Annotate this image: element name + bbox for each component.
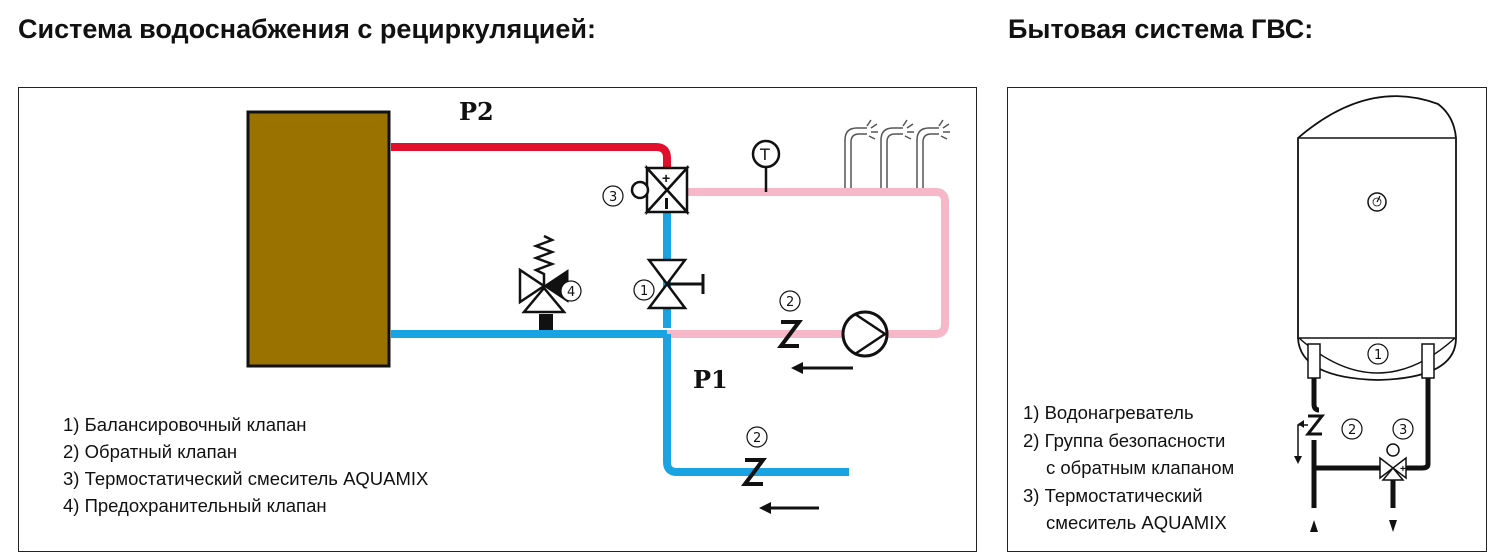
safety-valve-icon bbox=[518, 234, 569, 330]
label-p2: P2 bbox=[459, 97, 494, 126]
check-valve-return-icon bbox=[777, 320, 853, 374]
marker-heater bbox=[1367, 343, 1389, 365]
legend-item-4: 4) Предохранительный клапан bbox=[63, 495, 327, 516]
legend-item-1: 1) Водонагреватель bbox=[1023, 402, 1194, 423]
legend-item-3: 3) Термостатический bbox=[1023, 484, 1203, 506]
domestic-hot-water-panel: 1 2 + 3 1) Водонагреватель bbox=[1007, 87, 1487, 552]
legend-item-3: 3) Термостатический смеситель AQUAMIX bbox=[63, 468, 429, 489]
recirculation-diagram: P2 P1 + 3 T bbox=[246, 97, 950, 514]
thermometer-icon: T bbox=[751, 139, 781, 192]
marker-heater-label: 1 bbox=[1374, 348, 1382, 363]
legend-item-2: 2) Обратный клапан bbox=[63, 441, 238, 462]
svg-text:T: T bbox=[759, 145, 770, 164]
water-heater-icon bbox=[1297, 95, 1457, 381]
circulation-pump-icon bbox=[841, 310, 889, 358]
aquamix-mixer-icon: + bbox=[1379, 443, 1407, 481]
label-p1: P1 bbox=[693, 365, 728, 394]
marker-3-label: 3 bbox=[609, 190, 617, 205]
balancing-valve-icon bbox=[646, 258, 705, 310]
boiler-tank bbox=[246, 110, 391, 368]
legend-item-1: 1) Балансировочный клапан bbox=[63, 414, 307, 435]
safety-group-icon bbox=[1294, 414, 1326, 464]
marker-1-label: 1 bbox=[640, 284, 648, 299]
marker-3 bbox=[602, 185, 624, 207]
check-valve-inlet-icon bbox=[741, 458, 819, 514]
marker-4 bbox=[560, 280, 582, 302]
pressure-gauge-icon bbox=[1372, 197, 1382, 207]
marker-2-return bbox=[779, 290, 801, 312]
svg-text:+: + bbox=[662, 170, 670, 186]
svg-text:+: + bbox=[1400, 464, 1406, 475]
marker-safety-group-label: 2 bbox=[1348, 423, 1356, 438]
hot-outlet-arrow-icon bbox=[1389, 520, 1397, 532]
hot-pipe bbox=[391, 143, 671, 170]
legend-recirculation: 1) Балансировочный клапан 2) Обратный кл… bbox=[63, 411, 428, 519]
marker-mixer bbox=[1392, 418, 1414, 440]
title-domestic-hot-water: Бытовая система ГВС: bbox=[1008, 14, 1314, 44]
marker-1 bbox=[633, 279, 655, 301]
return-pipe bbox=[667, 188, 949, 338]
title-recirculation-system: Система водоснабжения с рециркуляцией: bbox=[18, 14, 597, 44]
thermostatic-mixer-icon: + bbox=[630, 164, 690, 216]
recirculation-diagram-panel: P2 P1 + 3 T bbox=[18, 87, 977, 552]
marker-2-return-label: 2 bbox=[786, 295, 794, 310]
legend-item-2-cont: с обратным клапаном bbox=[1046, 457, 1235, 478]
marker-2-inlet-label: 2 bbox=[753, 431, 761, 446]
marker-4-label: 4 bbox=[567, 285, 575, 300]
marker-safety-group bbox=[1341, 418, 1363, 440]
legend-domestic-hot-water: 1) Водонагреватель 2) Группа безопасност… bbox=[1023, 399, 1234, 537]
marker-mixer-label: 3 bbox=[1399, 423, 1407, 438]
water-heater-diagram: 1 2 + 3 bbox=[1294, 95, 1457, 532]
legend-item-3-cont: смеситель AQUAMIX bbox=[1046, 512, 1227, 533]
marker-2-inlet bbox=[746, 426, 768, 448]
cold-inlet-arrow-icon bbox=[1310, 520, 1318, 532]
shower-heads-icon bbox=[844, 119, 950, 188]
legend-item-2: 2) Группа безопасности bbox=[1023, 429, 1226, 451]
